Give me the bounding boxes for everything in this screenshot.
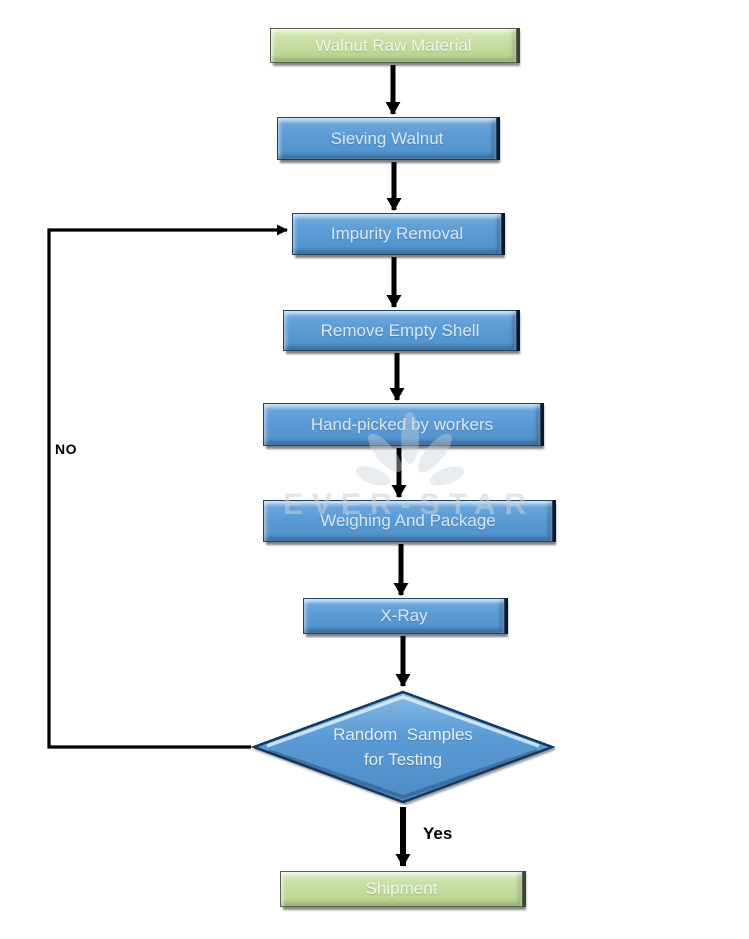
edge-label-no: NO [55,441,77,457]
node-impurity-removal: Impurity Removal [292,213,502,255]
decision-label-line2: for Testing [363,750,443,769]
decision-label: Random Samples for Testing [251,689,555,805]
node-weighing-and-package: Weighing And Package [263,500,553,542]
decision-label-line1: Random Samples [333,724,473,744]
node-label: Remove Empty Shell [320,320,480,340]
node-label: Walnut Raw Material [315,35,472,55]
node-label: X-Ray [380,606,428,626]
node-walnut-raw-material: Walnut Raw Material [270,28,517,63]
node-remove-empty-shell: Remove Empty Shell [283,310,517,351]
node-hand-picked-by-workers: Hand-picked by workers [263,403,541,446]
node-label: Impurity Removal [330,224,464,244]
node-shipment: Shipment [280,871,523,907]
node-x-ray: X-Ray [303,598,505,634]
node-label: Weighing And Package [320,511,496,531]
node-random-samples-decision: Random Samples for Testing [251,689,555,805]
node-label: Shipment [365,879,438,899]
node-label: Hand-picked by workers [310,414,494,434]
connector-decision-to-impurity-no [47,224,288,749]
node-sieving-walnut: Sieving Walnut [277,117,497,160]
edge-label-yes: Yes [423,824,453,843]
node-label: Sieving Walnut [330,128,444,148]
diamond-shape [251,690,555,804]
